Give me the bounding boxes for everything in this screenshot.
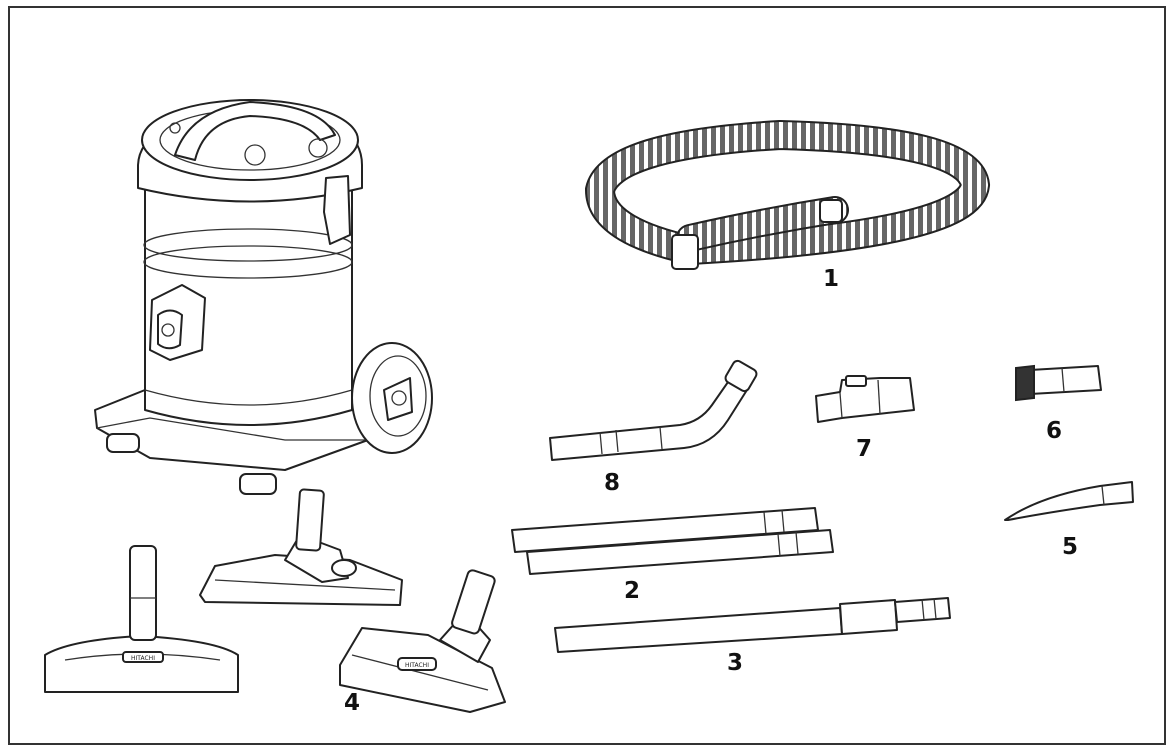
telescopic-pipe [554,597,951,653]
side-grip [149,284,206,361]
dusting-brush [1015,364,1102,402]
label-crevice-tool: 5 [1062,534,1079,560]
bent-handle-wand [549,359,758,461]
crevice-tool [1004,481,1134,521]
rear-wheel [351,342,433,454]
label-dusting-brush: 6 [1046,418,1063,444]
label-floor-nozzle: 4 [344,690,361,716]
floor-nozzle-combination: HITACHI [339,569,506,713]
hose [584,119,991,270]
front-caster [106,433,277,495]
diagram-frame [8,6,1166,745]
upright-floor-nozzle: HITACHI [44,545,239,693]
label-extension-pipe: 2 [624,578,641,604]
label-hose: 1 [823,266,840,292]
label-bent-wand: 8 [604,470,621,496]
brand-badge-nozzle: HITACHI [405,662,429,669]
adapter [815,375,915,423]
label-telescopic-pipe: 3 [727,650,744,676]
brand-badge-upright: HITACHI [131,655,155,662]
floor-brush [199,488,403,606]
extension-pipe-pair [511,507,834,575]
vacuum-canister-body [94,99,433,495]
label-adapter: 7 [856,436,873,462]
